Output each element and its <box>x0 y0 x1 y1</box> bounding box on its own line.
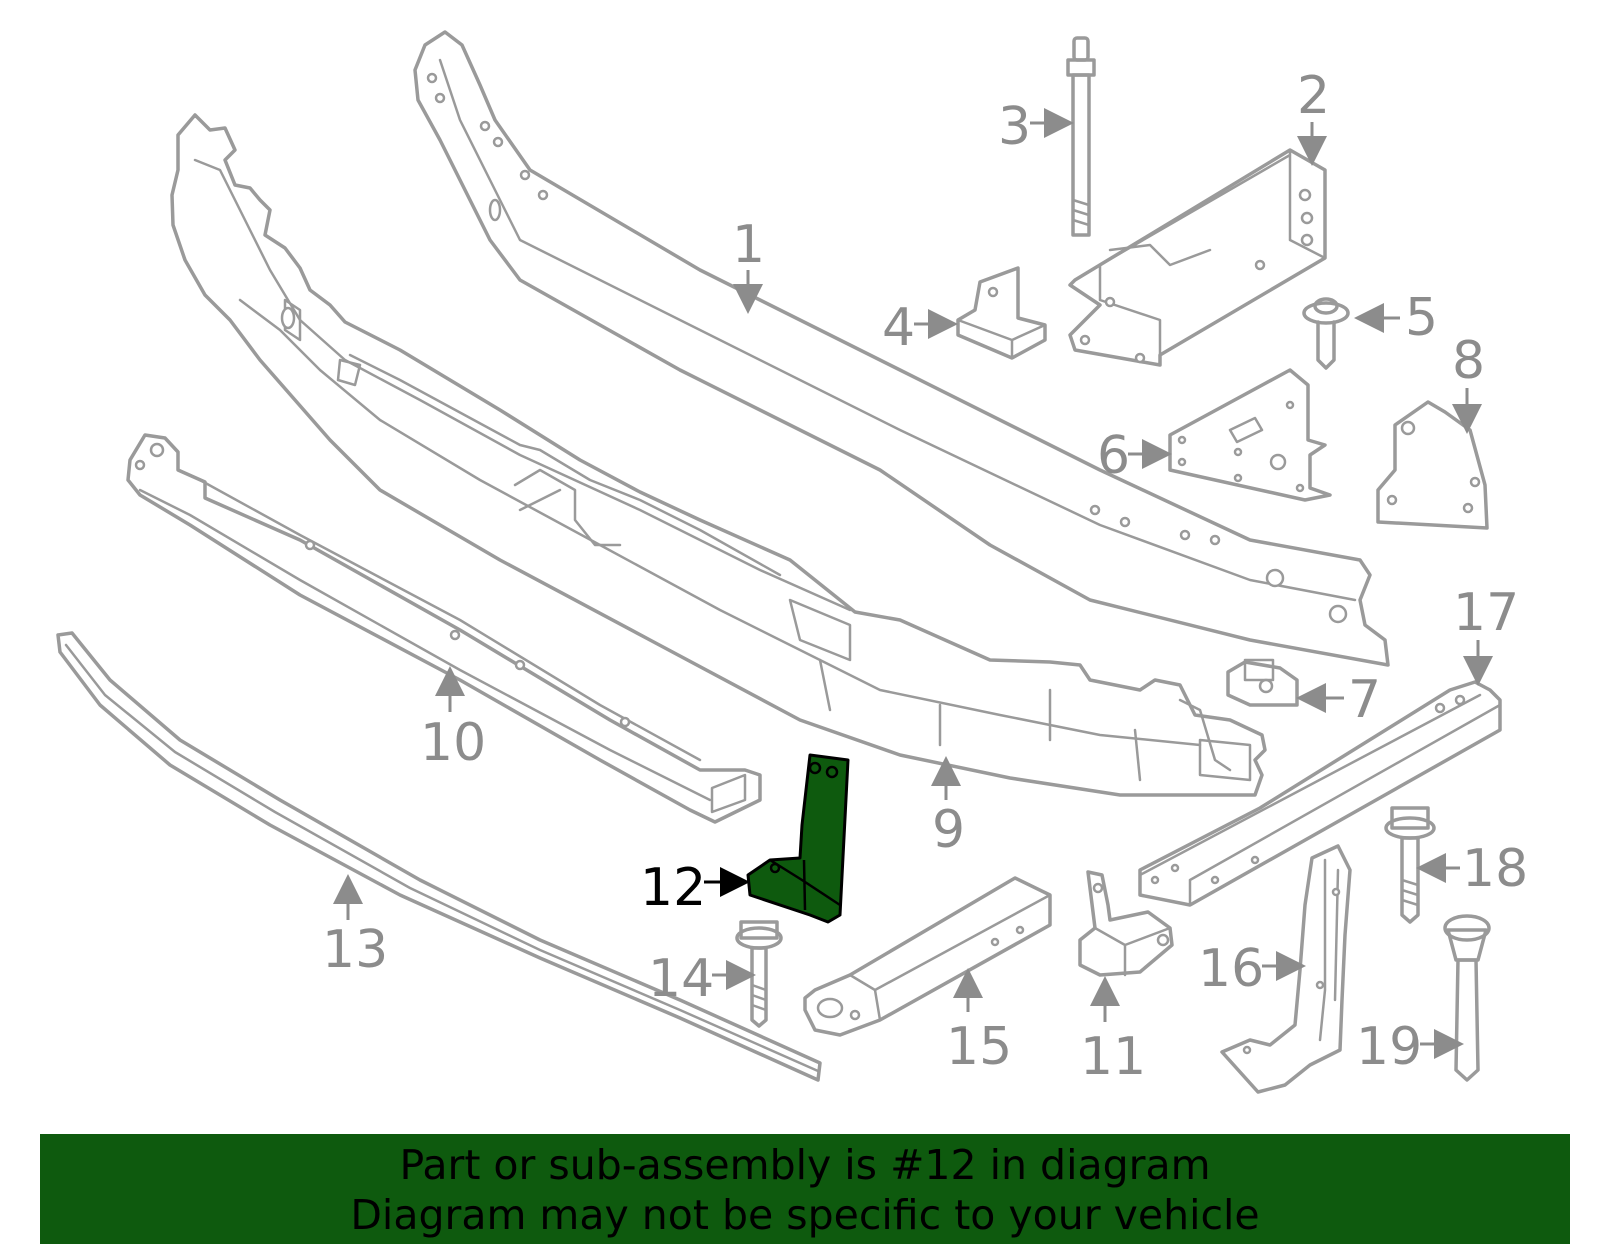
svg-text:9: 9 <box>932 800 965 860</box>
callout-8: 8 <box>1452 331 1485 434</box>
callout-1: 1 <box>732 215 765 314</box>
part-1-upper-beam <box>413 30 1390 667</box>
callout-11: 11 <box>1080 976 1146 1087</box>
part-14-bolt <box>735 920 783 1028</box>
parts-diagram: 1 2 3 4 5 6 7 8 9 10 11 12 <box>56 30 1528 1094</box>
callout-10: 10 <box>420 666 486 773</box>
callout-17: 17 <box>1453 583 1519 686</box>
svg-text:2: 2 <box>1297 66 1330 126</box>
part-12-highlighted-bracket <box>746 753 850 924</box>
part-18-bolt <box>1384 806 1436 924</box>
part-17-rail <box>1138 680 1502 907</box>
svg-text:11: 11 <box>1080 1027 1146 1087</box>
part-7-nut-clip <box>1226 658 1299 707</box>
callout-16: 16 <box>1198 939 1306 999</box>
part-15-tube <box>803 876 1052 1037</box>
svg-text:3: 3 <box>998 97 1031 157</box>
callout-19: 19 <box>1356 1017 1464 1077</box>
part-19-stud <box>1443 914 1491 1082</box>
part-10-strip <box>126 433 762 824</box>
svg-text:6: 6 <box>1097 426 1130 486</box>
callout-18: 18 <box>1416 839 1528 899</box>
callout-12: 12 <box>640 858 750 918</box>
svg-text:19: 19 <box>1356 1017 1422 1077</box>
callout-15: 15 <box>946 968 1012 1077</box>
part-3-bolt <box>1066 36 1096 237</box>
callout-4: 4 <box>882 298 958 358</box>
info-banner: Part or sub-assembly is #12 in diagram D… <box>40 1134 1570 1244</box>
part-11-bracket <box>1078 870 1174 977</box>
svg-text:8: 8 <box>1452 331 1485 391</box>
part-5-clip <box>1302 297 1350 370</box>
part-16-bracket <box>1220 844 1352 1094</box>
callout-7: 7 <box>1296 670 1381 730</box>
part-6-plate <box>1168 368 1332 502</box>
part-2-crash-box <box>1068 148 1327 367</box>
callout-5: 5 <box>1354 288 1438 348</box>
callout-13: 13 <box>322 874 388 980</box>
svg-text:13: 13 <box>322 920 388 980</box>
svg-text:4: 4 <box>882 298 915 358</box>
svg-text:5: 5 <box>1405 288 1438 348</box>
svg-text:10: 10 <box>420 713 486 773</box>
svg-text:12: 12 <box>640 858 706 918</box>
part-4-bracket <box>956 266 1047 360</box>
part-9-absorber <box>170 113 1267 797</box>
banner-line-1: Part or sub-assembly is #12 in diagram <box>399 1141 1211 1189</box>
callout-2: 2 <box>1297 66 1330 166</box>
callout-6: 6 <box>1097 426 1172 486</box>
svg-text:15: 15 <box>946 1017 1012 1077</box>
callout-14: 14 <box>648 949 756 1009</box>
banner-line-2: Diagram may not be specific to your vehi… <box>350 1191 1260 1239</box>
svg-text:17: 17 <box>1453 583 1519 643</box>
part-13-lower-strip <box>56 631 822 1082</box>
callout-9: 9 <box>931 756 965 860</box>
svg-text:1: 1 <box>732 215 765 275</box>
part-8-bracket <box>1376 400 1489 530</box>
svg-text:7: 7 <box>1348 670 1381 730</box>
callout-3: 3 <box>998 97 1074 157</box>
svg-text:14: 14 <box>648 949 714 1009</box>
svg-text:16: 16 <box>1198 939 1264 999</box>
svg-text:18: 18 <box>1462 839 1528 899</box>
